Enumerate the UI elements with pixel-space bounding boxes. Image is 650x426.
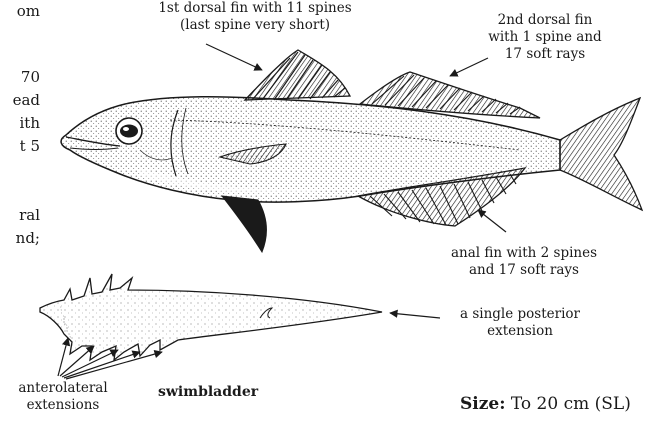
posterior-extension-label: a single posterior extension	[440, 306, 600, 340]
anal-fin-label-line2: and 17 soft rays	[424, 262, 624, 279]
anal-fin-label-line1: anal fin with 2 spines	[424, 245, 624, 262]
second-dorsal-label: 2nd dorsal fin with 1 spine and 17 soft …	[460, 12, 630, 63]
caudal-fin	[560, 98, 642, 210]
anterolateral-label-line1: anterolateral	[0, 380, 126, 397]
anterolateral-label-line2: extensions	[0, 397, 126, 414]
size-statement: Size: To 20 cm (SL)	[460, 394, 631, 414]
first-dorsal-fin	[245, 50, 350, 100]
second-dorsal-label-line1: 2nd dorsal fin	[460, 12, 630, 29]
swimbladder-drawing	[40, 274, 382, 360]
posterior-extension-label-line2: extension	[440, 323, 600, 340]
second-dorsal-label-line3: 17 soft rays	[460, 46, 630, 63]
first-dorsal-label: 1st dorsal fin with 11 spines (last spin…	[130, 0, 380, 34]
anal-fin-label: anal fin with 2 spines and 17 soft rays	[424, 245, 624, 279]
swimbladder-label: swimbladder	[158, 384, 258, 400]
second-dorsal-label-line2: with 1 spine and	[460, 29, 630, 46]
size-value: To 20 cm (SL)	[511, 394, 631, 414]
pelvic-fin	[222, 196, 266, 252]
fish-drawing	[61, 50, 642, 252]
anterolateral-extensions-label: anterolateral extensions	[0, 380, 126, 414]
posterior-extension-label-line1: a single posterior	[440, 306, 600, 323]
size-label: Size:	[460, 394, 505, 414]
first-dorsal-label-line1: 1st dorsal fin with 11 spines	[130, 0, 380, 17]
first-dorsal-label-line2: (last spine very short)	[130, 17, 380, 34]
